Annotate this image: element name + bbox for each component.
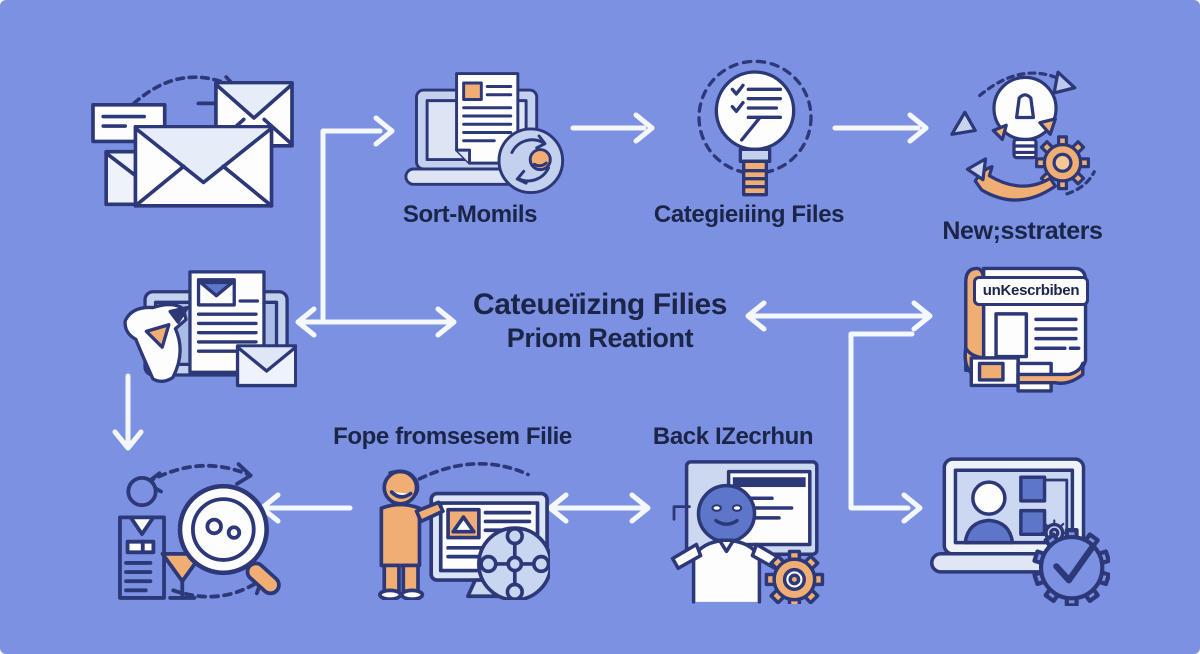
magnifier-checklist-icon [675,56,835,198]
person-gear-icon [660,452,828,604]
center-title: Cateueïizing Filies [472,288,728,321]
laptop-sync-icon [400,70,565,202]
person-magnifier-icon [100,452,298,604]
lightbulb-gear-icon [944,58,1106,210]
label-newsletters: New;sstraters [942,217,1103,245]
label-sort-emails: Sort-Momils [402,201,538,228]
label-presenter: Fope fromsesem Filie [333,423,572,450]
center-subtitle: Priom Reationt [506,323,694,353]
label-categorize-files: Categieıiing Files [653,201,845,228]
presenter-monitor-icon [352,448,550,600]
label-person-gear: Back IZecrhun [652,423,814,450]
document-mail-monitor-icon [112,266,297,402]
email-stack-icon [90,58,295,208]
newspaper-banner: unKescrbiben [973,276,1089,306]
laptop-check-icon [922,448,1110,606]
